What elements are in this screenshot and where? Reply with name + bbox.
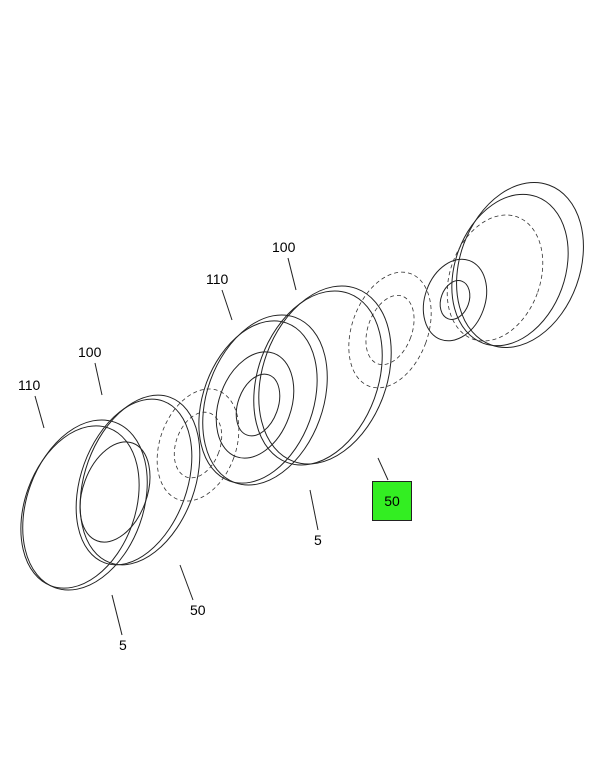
front-gasket-plate bbox=[156, 388, 240, 502]
callout-5-outer[interactable]: 5 bbox=[119, 637, 127, 653]
rear-gasket-plate bbox=[348, 271, 432, 389]
callout-5-inner[interactable]: 5 bbox=[314, 532, 322, 548]
inner-wheel bbox=[198, 285, 392, 486]
callout-50-highlighted[interactable]: 50 bbox=[372, 481, 412, 521]
callout-100-inner[interactable]: 100 bbox=[272, 239, 296, 255]
callout-50-outer[interactable]: 50 bbox=[190, 602, 206, 618]
callout-110-inner[interactable]: 110 bbox=[206, 271, 229, 287]
leader-lines bbox=[34, 257, 389, 636]
callout-50-highlighted-label: 50 bbox=[384, 493, 400, 509]
callout-110-outer[interactable]: 110 bbox=[18, 377, 41, 393]
hub-drum bbox=[422, 182, 584, 348]
callout-100-outer[interactable]: 100 bbox=[78, 344, 102, 360]
outer-wheel bbox=[20, 394, 201, 591]
